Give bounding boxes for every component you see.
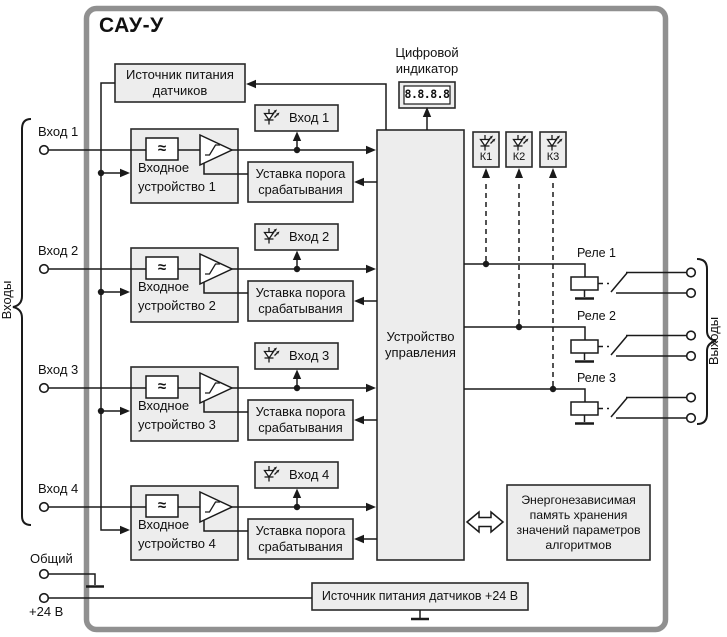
relay-3-out-terminal-a — [685, 392, 697, 403]
channel-3-feedback-wire — [203, 401, 248, 413]
channel-3-device-label: Входное устройство 3 — [138, 398, 216, 432]
relay-3-coil — [570, 401, 599, 416]
relay-3-label: Реле 3 — [577, 371, 616, 385]
relay-1-feed-wire — [464, 263, 586, 277]
filter-2-box — [145, 256, 179, 280]
common-terminal-label: Общий — [30, 551, 73, 566]
comparator-triangle-icon — [199, 252, 234, 286]
channel-1-led-label: Вход 1 — [289, 110, 330, 126]
sensor-supply-column — [100, 82, 120, 531]
terminals — [38, 144, 697, 604]
relay-2-out-terminal-a — [685, 330, 697, 341]
channel-3-led-label: Вход 3 — [289, 348, 330, 364]
channel-3-filter-symbol: ≈ — [157, 377, 167, 395]
arrowheads — [120, 79, 557, 544]
relay-2-feed-wire — [464, 326, 586, 340]
k3-led-box — [539, 131, 567, 168]
common-terminal — [38, 568, 50, 580]
channel-2-filter-symbol: ≈ — [157, 258, 167, 276]
filter-1-box — [145, 137, 179, 161]
channel-4-led-label: Вход 4 — [289, 467, 330, 483]
outputs-group-label: Выходы — [706, 316, 722, 366]
ground-icon — [86, 297, 594, 621]
channel-4-filter-symbol: ≈ — [157, 496, 167, 514]
relay-contact-wires — [610, 271, 687, 419]
channel-4-feedback-wire — [203, 520, 248, 532]
input-3-terminal — [38, 382, 50, 394]
channel-4-threshold-label: Уставка порога срабатывания — [255, 523, 346, 554]
filter-3-box — [145, 375, 179, 399]
k2-led-label: К2 — [512, 150, 526, 163]
digital-indicator-label: Цифровой индикатор — [395, 45, 459, 76]
plus24-terminal-label: +24 В — [29, 604, 64, 619]
relay-2-out-terminal-b — [685, 350, 697, 362]
threshold-2-box — [247, 280, 354, 322]
memory-box — [506, 484, 651, 561]
k1-led-label: К1 — [479, 150, 493, 163]
channel-3-input-label: Вход 3 — [38, 362, 79, 377]
inputs-brace — [12, 118, 32, 526]
input-2-terminal — [38, 263, 50, 275]
ground-stubs — [419, 290, 586, 618]
input-4-terminal — [38, 501, 50, 513]
plus24-terminal — [38, 592, 50, 604]
supply-feedback-wire — [252, 83, 387, 130]
channel-4-input-label: Вход 4 — [38, 481, 79, 496]
comparator-triangle-icon — [199, 133, 234, 167]
memory-label: Энергонезависимая память хранения значен… — [516, 492, 641, 552]
relay-1-out-terminal-b — [685, 287, 697, 299]
relay-1-out-terminal-a — [685, 267, 697, 278]
control-unit-label: Устройство управления — [385, 329, 456, 360]
channel-1-device-label: Входное устройство 1 — [138, 160, 216, 194]
k-led-dashed-wires — [485, 181, 609, 410]
relay-3-feed-wire — [464, 388, 586, 402]
filter-4-box — [145, 494, 179, 518]
threshold-3-box — [247, 399, 354, 441]
relay-3-out-terminal-b — [685, 412, 697, 424]
sub-blocks — [145, 85, 599, 524]
comparator-triangle-icon — [199, 371, 234, 405]
seven-segment-display — [403, 85, 451, 105]
bottom-power-label: Источник питания датчиков +24 В — [321, 588, 519, 603]
k1-led-box — [472, 131, 500, 168]
junction-dots — [97, 146, 557, 511]
common-terminal-wire — [48, 573, 96, 585]
threshold-4-box — [247, 518, 354, 560]
double-headed-arrow-icon — [465, 510, 505, 534]
sensor-power-box — [114, 63, 246, 103]
device-border — [83, 5, 669, 633]
threshold-1-box — [247, 161, 354, 203]
relay-1-label: Реле 1 — [577, 246, 616, 260]
channel-2-input-label: Вход 2 — [38, 243, 79, 258]
inputs-group-label: Входы — [0, 280, 15, 320]
channel-4-device-label: Входное устройство 4 — [138, 517, 216, 551]
input-1-terminal — [38, 144, 50, 156]
wires — [48, 82, 687, 618]
relay-2-label: Реле 2 — [577, 309, 616, 323]
channel-2-feedback-wire — [203, 282, 248, 294]
hysteresis-icon — [205, 144, 220, 513]
control-unit-box — [376, 129, 465, 561]
device-title: САУ-У — [99, 14, 164, 37]
comparator-triangle-icon — [199, 490, 234, 524]
relay-1-coil — [570, 276, 599, 291]
digital-display-value: 8.8.8.8 — [404, 87, 450, 102]
k2-led-box — [505, 131, 533, 168]
channel-1-input-label: Вход 1 — [38, 124, 79, 139]
channel-1-feedback-wire — [203, 163, 248, 175]
channel-2-led-label: Вход 2 — [289, 229, 330, 245]
sensor-power-label: Источник питания датчиков — [126, 67, 234, 98]
channel-2-device-label: Входное устройство 2 — [138, 279, 216, 313]
outputs-brace — [696, 258, 717, 425]
channel-1-filter-symbol: ≈ — [157, 139, 167, 157]
relay-2-coil — [570, 339, 599, 354]
channel-2-threshold-label: Уставка порога срабатывания — [255, 285, 346, 316]
k3-led-label: К3 — [546, 150, 560, 163]
channel-3-threshold-label: Уставка порога срабатывания — [255, 404, 346, 435]
channel-1-threshold-label: Уставка порога срабатывания — [255, 166, 346, 197]
